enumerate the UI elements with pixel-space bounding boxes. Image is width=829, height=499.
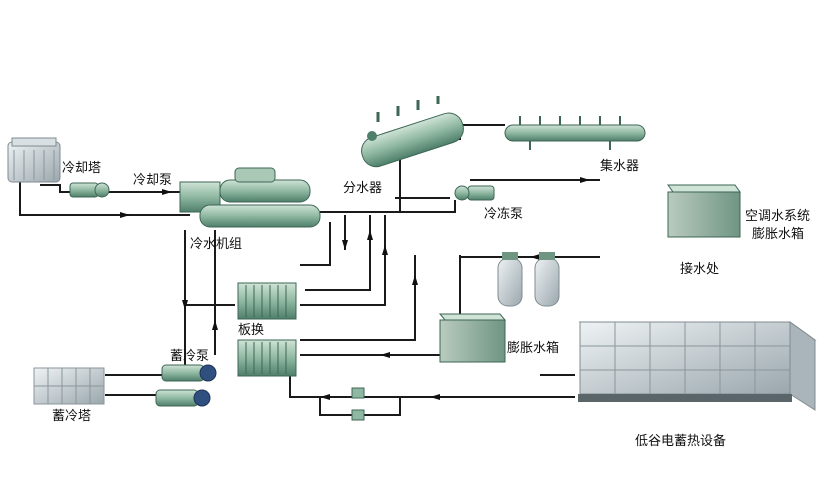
- valley-heat-storage-tank: [578, 321, 817, 411]
- label-water-distributor: 分水器: [343, 181, 382, 196]
- arrow: [120, 212, 130, 218]
- label-water-collector: 集水器: [600, 158, 639, 174]
- label-cooling-pump: 冷却泵: [133, 173, 172, 188]
- arrow: [580, 177, 590, 183]
- arrow: [162, 189, 172, 195]
- arrow: [320, 394, 330, 400]
- expansion-tank: [438, 313, 507, 363]
- arrow: [182, 300, 188, 310]
- label-valley-storage: 低谷电蓄热设备: [635, 433, 726, 449]
- label-chilled-pump: 冷冻泵: [484, 206, 523, 222]
- arrow: [430, 394, 440, 400]
- storage-tower: [33, 367, 105, 405]
- arrow: [382, 245, 388, 255]
- label-storage-pump: 蓄冷泵: [170, 349, 209, 364]
- water-softener-tanks: [497, 252, 560, 307]
- arrow: [412, 275, 418, 285]
- arrow: [342, 240, 348, 250]
- chiller-unit: [179, 167, 321, 228]
- ac-expansion-tank: [667, 184, 741, 238]
- label-storage-tower: 蓄冷塔: [52, 409, 91, 424]
- label-plate-exchanger: 板换: [238, 323, 264, 338]
- arrow: [380, 352, 390, 358]
- arrow: [367, 230, 373, 240]
- labels: 冷却塔 冷却泵 冷水机组 分水器 冷冻泵 集水器 空调水系统 膨胀水箱 接水处 …: [52, 158, 810, 449]
- label-ac-expansion-line2: 膨胀水箱: [752, 226, 804, 242]
- storage-pump: [155, 364, 217, 407]
- cooling-tower: [7, 137, 61, 183]
- plate-heat-exchanger-upper: [237, 282, 297, 320]
- label-ac-expansion-line1: 空调水系统: [745, 209, 810, 224]
- plate-heat-exchanger-lower: [237, 339, 297, 377]
- flow-arrows: [120, 177, 590, 400]
- arrow: [530, 254, 540, 260]
- water-distributor: [361, 96, 464, 168]
- label-cooling-tower: 冷却塔: [62, 161, 101, 176]
- label-expansion-tank: 膨胀水箱: [507, 340, 559, 356]
- arrow: [212, 320, 218, 330]
- label-chiller: 冷水机组: [190, 237, 242, 252]
- label-water-inlet: 接水处: [680, 261, 719, 277]
- water-collector: [504, 116, 646, 150]
- valve-pair: [351, 387, 365, 421]
- cooling-pump: [69, 182, 110, 198]
- chilled-pump: [454, 185, 495, 201]
